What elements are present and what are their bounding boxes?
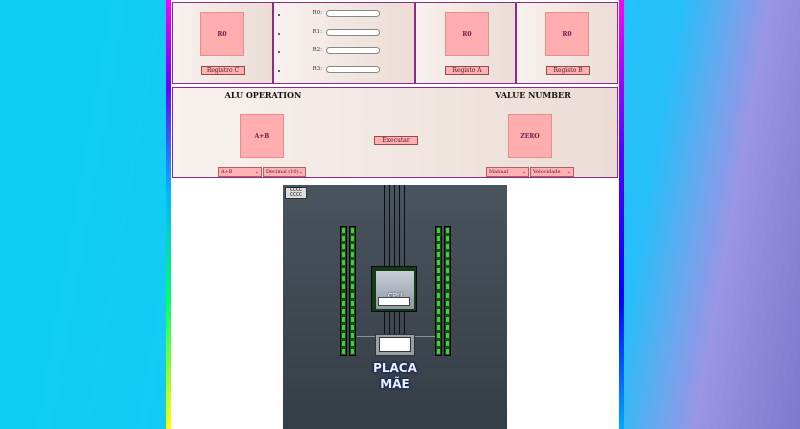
bank-field-r0[interactable]: [326, 10, 380, 17]
value-number-display: ZERO: [508, 114, 552, 158]
bus-line: [399, 185, 400, 266]
register-a-button[interactable]: Registo A: [445, 66, 489, 75]
register-b-display: R0: [545, 12, 589, 56]
ram-slot-left-2: [349, 226, 356, 356]
mini-chip-icon: CCCC CCCC: [285, 187, 307, 199]
mini-chip-line: CCCC: [289, 192, 303, 198]
bank-label-r0: R0:: [312, 10, 323, 16]
bus-line: [404, 312, 405, 334]
register-a-panel: R0 Registo A: [415, 2, 516, 84]
bank-field-r1[interactable]: [326, 29, 380, 36]
bank-field-r3[interactable]: [326, 66, 380, 73]
bank-field-r2[interactable]: [326, 47, 380, 54]
alu-panel: ALU OPERATION A+B Executar VALUE NUMBER …: [172, 87, 618, 178]
ram-slot-left-1: [340, 226, 347, 356]
execute-button[interactable]: Executar: [374, 136, 418, 145]
bus-wire: [357, 336, 375, 337]
bank-bullet: [278, 14, 280, 16]
format-select-value: Decimal (10): [266, 169, 299, 175]
chevron-down-icon: ⌄: [566, 169, 571, 175]
bus-wire: [415, 336, 435, 337]
chevron-down-icon: ⌄: [298, 169, 303, 175]
format-select[interactable]: Decimal (10) ⌄: [263, 167, 306, 177]
bank-bullet: [278, 51, 280, 53]
cpu-label: CPU: [387, 292, 403, 300]
register-c-button[interactable]: Registro C: [201, 66, 245, 75]
bus-line: [404, 185, 405, 266]
bank-label-r2: R2:: [312, 47, 323, 53]
value-number-heading: VALUE NUMBER: [495, 90, 571, 100]
mode-select-value: Manual: [489, 169, 509, 175]
mode-select[interactable]: Manual ⌄: [486, 167, 529, 177]
bank-label-r1: R1:: [312, 29, 323, 35]
alu-operation-display: A+B: [240, 114, 284, 158]
register-bank-panel: R0: R1: R2: R3:: [273, 2, 415, 84]
bus-line: [394, 185, 395, 266]
board-title-line: MÃE: [380, 377, 410, 391]
simulator-page: R0 Registro C R0: R1: R2: R3: R0 Registo…: [171, 0, 619, 429]
chevron-down-icon: ⌄: [254, 169, 259, 175]
bank-bullet: [278, 70, 280, 72]
speed-select-value: Velocidade: [533, 169, 561, 175]
operation-select-value: A+B: [221, 169, 233, 175]
operation-select[interactable]: A+B ⌄: [218, 167, 262, 177]
bus-line: [384, 312, 385, 334]
cpu-value-slot: [378, 297, 410, 306]
register-c-display: R0: [200, 12, 244, 56]
bus-line: [389, 185, 390, 266]
motherboard: CCCC CCCC CPU: [283, 185, 507, 429]
bus-line: [399, 312, 400, 334]
mini-chip-line: CCCC: [289, 187, 303, 193]
register-b-panel: R0 Registo B: [516, 2, 618, 84]
cpu-chip[interactable]: CPU: [371, 266, 417, 312]
chipset-value-slot: [379, 337, 411, 352]
bus-line: [389, 312, 390, 334]
right-rainbow-border: [618, 0, 624, 429]
register-a-display: R0: [445, 12, 489, 56]
bus-line: [394, 312, 395, 334]
register-c-panel: R0 Registro C: [172, 2, 273, 84]
bus-line: [384, 185, 385, 266]
chipset: [375, 334, 415, 356]
bank-label-r3: R3:: [312, 66, 323, 72]
speed-select[interactable]: Velocidade ⌄: [530, 167, 574, 177]
ram-slot-right-1: [435, 226, 442, 356]
ram-slot-right-2: [444, 226, 451, 356]
chevron-down-icon: ⌄: [521, 169, 526, 175]
alu-heading: ALU OPERATION: [224, 90, 302, 100]
left-rainbow-border: [166, 0, 172, 429]
board-title: PLACA MÃE: [353, 360, 437, 392]
bank-bullet: [278, 33, 280, 35]
board-title-line: PLACA: [373, 361, 417, 375]
register-b-button[interactable]: Registo B: [546, 66, 590, 75]
